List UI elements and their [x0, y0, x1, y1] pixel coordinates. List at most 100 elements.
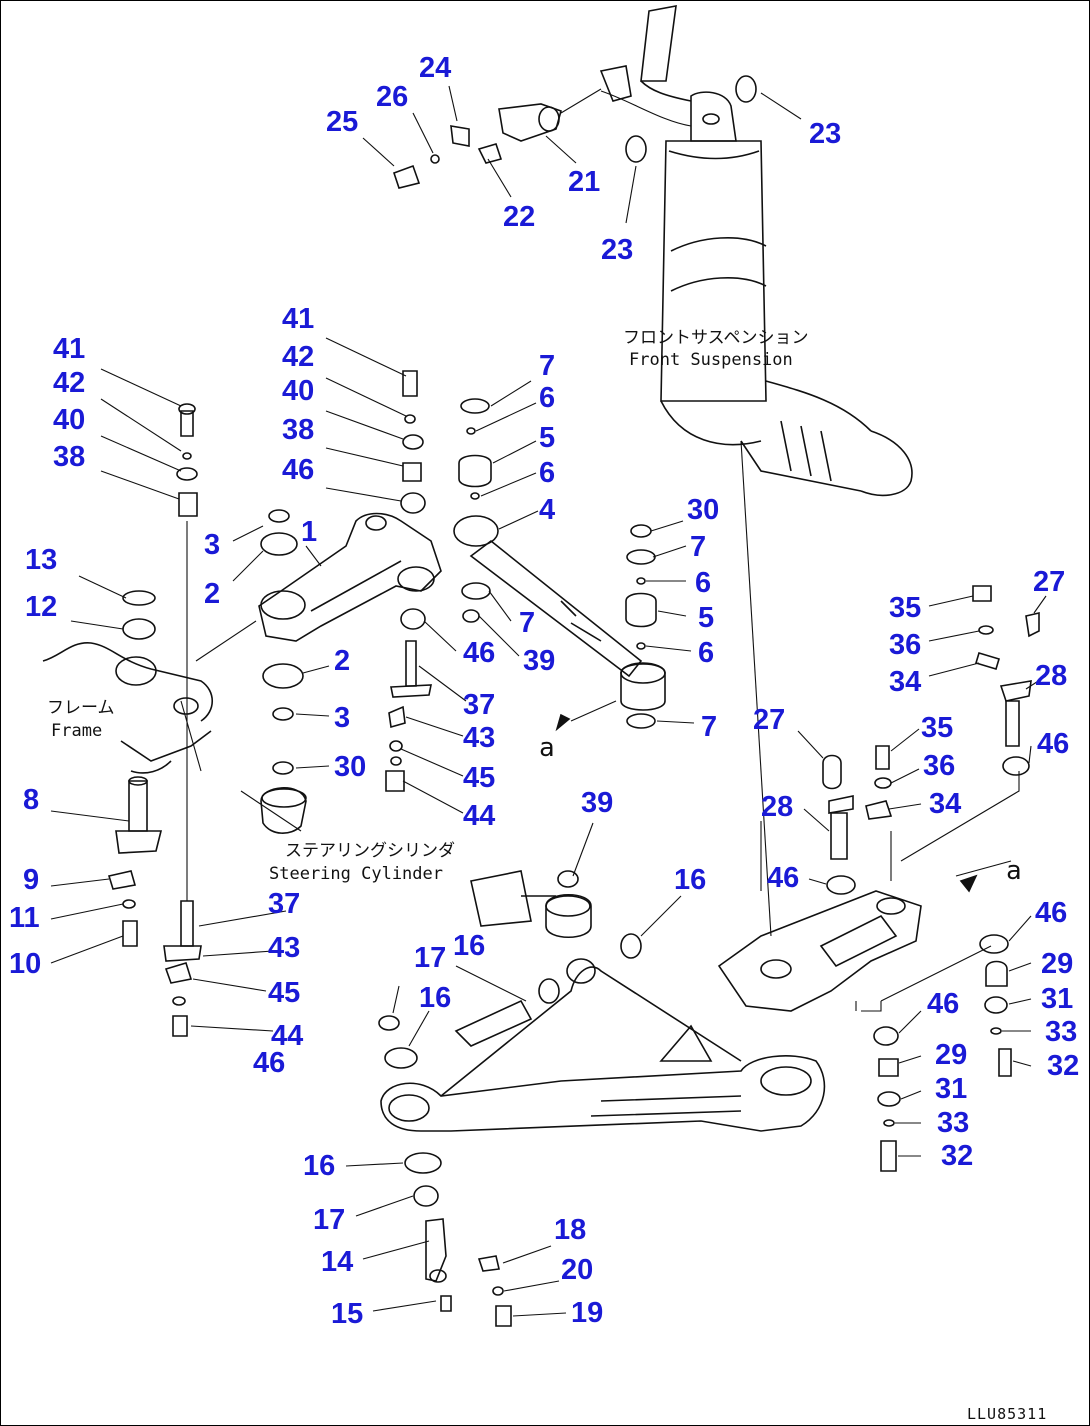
callout-9: 9: [23, 864, 39, 896]
frame-label-en: Frame: [51, 721, 102, 741]
callout-37: 37: [268, 888, 300, 920]
callout-38: 38: [282, 414, 314, 446]
callout-37: 37: [463, 689, 495, 721]
front-suspension-strut: [600, 5, 913, 497]
callout-45: 45: [268, 977, 300, 1009]
callout-28: 28: [761, 791, 793, 823]
front-suspension-label-en: Front Suspension: [629, 350, 793, 370]
callout-44: 44: [463, 800, 495, 832]
callout-14: 14: [321, 1246, 353, 1278]
callout-1: 1: [301, 516, 317, 548]
callout-31: 31: [935, 1073, 967, 1105]
callout-11: 11: [9, 902, 40, 934]
callout-38: 38: [53, 441, 85, 473]
callout-10: 10: [9, 948, 41, 980]
callout-46: 46: [767, 862, 799, 894]
callout-27: 27: [753, 704, 785, 736]
view-a-right: a: [1006, 856, 1022, 886]
callout-23: 23: [809, 118, 841, 150]
callout-43: 43: [268, 932, 300, 964]
rod-stack-centre: [385, 370, 432, 792]
callout-4: 4: [539, 494, 555, 526]
callout-32: 32: [1047, 1050, 1079, 1082]
callout-7: 7: [690, 531, 706, 563]
callout-16: 16: [303, 1150, 335, 1182]
callout-23: 23: [601, 234, 633, 266]
leader-lines: [50, 85, 1047, 1317]
callout-26: 26: [376, 81, 408, 113]
callout-44: 44: [271, 1020, 303, 1052]
callout-16: 16: [674, 864, 706, 896]
callout-35: 35: [921, 712, 953, 744]
callout-28: 28: [1035, 660, 1067, 692]
callout-30: 30: [687, 494, 719, 526]
callout-15: 15: [331, 1298, 363, 1330]
callout-46: 46: [1035, 897, 1067, 929]
callout-43: 43: [463, 722, 495, 754]
callout-46: 46: [927, 988, 959, 1020]
callout-32: 32: [941, 1140, 973, 1172]
callout-27: 27: [1033, 566, 1065, 598]
callout-46: 46: [1037, 728, 1069, 760]
callout-16: 16: [419, 982, 451, 1014]
callout-36: 36: [923, 750, 955, 782]
bracket-plate: [717, 440, 1020, 1012]
callout-29: 29: [935, 1039, 967, 1071]
callout-12: 12: [25, 591, 57, 623]
frame-label-jp: フレーム: [47, 698, 115, 718]
callout-8: 8: [23, 784, 39, 816]
callout-42: 42: [53, 367, 85, 399]
callout-29: 29: [1041, 948, 1073, 980]
callout-17: 17: [414, 942, 446, 974]
callout-17: 17: [313, 1204, 345, 1236]
callout-6: 6: [539, 382, 555, 414]
callout-46: 46: [253, 1047, 285, 1079]
kingpin-left: [107, 776, 163, 947]
callout-22: 22: [503, 201, 535, 233]
callout-13: 13: [25, 544, 57, 576]
callout-7: 7: [701, 711, 717, 743]
front-suspension-label-jp: フロントサスペンション: [623, 328, 808, 348]
callout-34: 34: [889, 666, 921, 698]
callout-42: 42: [282, 341, 314, 373]
callout-numbers: 24 26 25 23 21 22 23 41 42 40 38 13 12 8…: [9, 52, 1079, 1330]
callout-39: 39: [581, 787, 613, 819]
steering-cylinder-label-jp: ステアリングシリンダ: [285, 841, 455, 861]
frame-bracket: [42, 642, 214, 774]
callout-19: 19: [571, 1297, 603, 1329]
callout-7: 7: [539, 350, 555, 382]
callout-30: 30: [334, 751, 366, 783]
callout-33: 33: [1045, 1016, 1077, 1048]
callout-40: 40: [53, 404, 85, 436]
callout-3: 3: [334, 702, 350, 734]
right-hardware-stack: [822, 585, 1040, 1172]
callout-6: 6: [698, 637, 714, 669]
bellcrank-arm: [195, 509, 442, 775]
callout-40: 40: [282, 375, 314, 407]
callout-36: 36: [889, 629, 921, 661]
lower-control-arm: [378, 933, 826, 1327]
callout-46: 46: [282, 454, 314, 486]
callout-6: 6: [539, 457, 555, 489]
callout-34: 34: [929, 788, 961, 820]
callout-5: 5: [698, 602, 714, 634]
callout-20: 20: [561, 1254, 593, 1286]
callout-33: 33: [937, 1107, 969, 1139]
view-a-left: a: [539, 733, 555, 763]
steering-rod-left: [122, 403, 202, 1037]
steering-cylinder: [240, 787, 592, 938]
callout-35: 35: [889, 592, 921, 624]
drawing-code: LLU85311: [967, 1405, 1047, 1423]
callout-24: 24: [419, 52, 451, 84]
callout-2: 2: [334, 645, 350, 677]
callout-5: 5: [539, 422, 555, 454]
callout-39: 39: [523, 645, 555, 677]
callout-21: 21: [568, 166, 600, 198]
callout-41: 41: [282, 303, 314, 335]
callout-7: 7: [519, 607, 535, 639]
callout-41: 41: [53, 333, 85, 365]
callout-2: 2: [204, 578, 220, 610]
top-pin-assembly: [392, 65, 757, 189]
